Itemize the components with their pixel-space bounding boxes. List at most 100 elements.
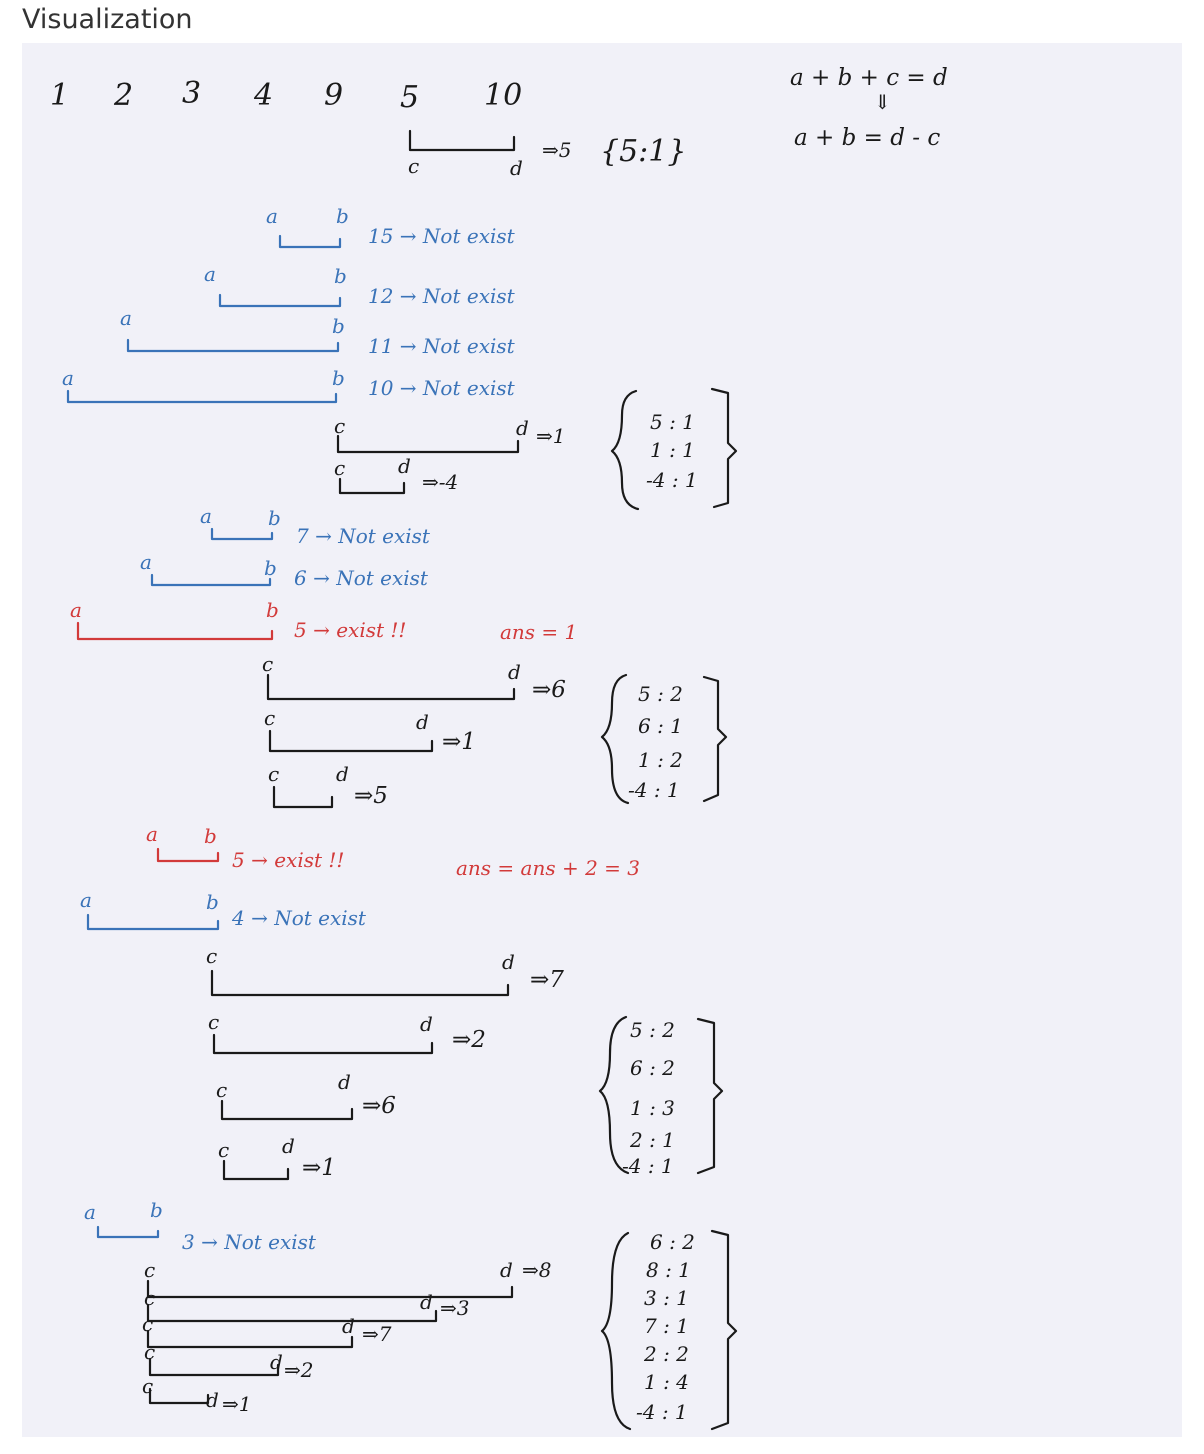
ab-step-3: a b 5 → exist !! ans = ans + 2 = 3 a b 4… <box>80 822 640 931</box>
a-label: a <box>80 888 92 912</box>
hashmap-3: 5 : 2 6 : 2 1 : 3 2 : 1 -4 : 1 <box>598 1015 724 1178</box>
cd-bracket <box>146 1303 438 1323</box>
a-label: a <box>70 598 82 622</box>
b-label: b <box>206 890 219 914</box>
a-label: a <box>204 262 216 286</box>
cd-result: ⇒2 <box>452 1027 486 1053</box>
map-entry: -4 : 1 <box>622 1154 674 1178</box>
ab-check: 7 → Not exist <box>296 524 431 548</box>
array-item: 10 <box>484 78 522 113</box>
c-label: c <box>262 652 273 676</box>
cd-result: ⇒8 <box>522 1258 551 1282</box>
cd-bracket <box>336 434 520 454</box>
cd-step-4: c d ⇒8 c d ⇒3 c d ⇒7 c d ⇒2 c d ⇒1 <box>142 1258 551 1416</box>
hashmap-4: 6 : 2 8 : 1 3 : 1 7 : 1 2 : 2 1 : 4 -4 :… <box>600 1229 738 1431</box>
map-entry: 1 : 1 <box>650 438 695 462</box>
cd-bracket <box>222 1159 290 1181</box>
cd-result: ⇒5 <box>354 783 388 809</box>
whiteboard-photo: 1 2 3 4 9 5 10 a + b + c = d ⇓ a + b = d… <box>22 43 1182 1437</box>
right-brace <box>696 1017 724 1175</box>
cd-result: ⇒-4 <box>422 470 458 494</box>
ab-bracket <box>96 1225 160 1239</box>
b-label: b <box>332 314 345 338</box>
map-entry: 7 : 1 <box>644 1314 689 1338</box>
array-item: 1 <box>50 78 69 113</box>
b-label: b <box>336 204 349 228</box>
cd-result: ⇒1 <box>536 424 565 448</box>
cd-bracket <box>220 1099 354 1121</box>
ab-check-match: 5 → exist !! <box>232 848 344 872</box>
map-entry: 3 : 1 <box>644 1286 689 1310</box>
a-label: a <box>120 306 132 330</box>
d-label: d <box>420 1290 433 1314</box>
map-entry: 5 : 2 <box>638 682 683 706</box>
cd-step-3: c d ⇒7 c d ⇒2 c d ⇒6 c d ⇒1 <box>206 944 564 1181</box>
cd-result: ⇒6 <box>362 1093 396 1119</box>
cd-bracket <box>210 969 510 997</box>
map-entry: 6 : 1 <box>638 714 683 738</box>
ab-bracket <box>86 913 220 931</box>
left-brace <box>600 673 630 805</box>
ab-check: 10 → Not exist <box>368 376 516 400</box>
ab-bracket <box>278 234 342 249</box>
right-brace <box>702 675 728 803</box>
map-entry: 5 : 2 <box>630 1018 675 1042</box>
map-entry: 6 : 2 <box>650 1230 695 1254</box>
c-label: c <box>334 456 345 480</box>
c-label: c <box>208 1010 219 1034</box>
c-label: c <box>142 1374 153 1398</box>
d-label: d <box>502 950 515 974</box>
d-label: d <box>338 1070 351 1094</box>
ab-check: 4 → Not exist <box>231 906 367 930</box>
ab-bracket <box>210 527 274 541</box>
a-label: a <box>146 822 158 846</box>
cd-result: ⇒6 <box>532 677 566 703</box>
b-label: b <box>204 824 217 848</box>
answer-1: ans = 1 <box>500 620 577 644</box>
b-label: b <box>334 264 347 288</box>
cd-bracket <box>268 729 434 753</box>
left-brace <box>610 389 640 511</box>
left-brace <box>600 1231 632 1431</box>
formula-line-1: a + b + c = d <box>790 65 948 91</box>
formula-arrow: ⇓ <box>874 90 891 114</box>
whiteboard-drawing: 1 2 3 4 9 5 10 a + b + c = d ⇓ a + b = d… <box>50 65 948 1431</box>
c-label: c <box>144 1258 155 1282</box>
map-entry: 1 : 4 <box>644 1370 689 1394</box>
d-label: d <box>516 416 529 440</box>
c-label: c <box>216 1078 227 1102</box>
map-entry: -4 : 1 <box>636 1400 688 1424</box>
formula-line-2: a + b = d - c <box>794 125 940 151</box>
cd-bracket <box>148 1387 210 1405</box>
ab-check: 6 → Not exist <box>294 566 429 590</box>
ab-check: 11 → Not exist <box>368 334 516 358</box>
c-label: c <box>144 1286 155 1310</box>
map-entry: -4 : 1 <box>628 778 680 802</box>
map-entry: 6 : 2 <box>630 1056 675 1080</box>
d-label: d <box>398 454 411 478</box>
cd-result: ⇒2 <box>284 1358 313 1382</box>
d-label: d <box>420 1012 433 1036</box>
answer-2: ans = ans + 2 = 3 <box>456 856 640 880</box>
a-label: a <box>140 550 152 574</box>
ab-check: 12 → Not exist <box>368 284 516 308</box>
hashmap-2: 5 : 2 6 : 1 1 : 2 -4 : 1 <box>600 673 728 805</box>
left-brace <box>598 1015 630 1175</box>
c-label: c <box>206 944 217 968</box>
cd-result: ⇒5 <box>542 138 571 162</box>
cd-result: ⇒7 <box>530 967 564 993</box>
cd-bracket <box>146 1329 354 1349</box>
cd-result: ⇒1 <box>442 729 476 755</box>
map-entry: -4 : 1 <box>646 468 698 492</box>
a-label: a <box>266 204 278 228</box>
ab-check: 3 → Not exist <box>182 1230 317 1254</box>
cd-bracket <box>266 673 516 701</box>
first-cd-pair: c d ⇒5 {5:1} <box>408 129 686 180</box>
array-item: 4 <box>253 78 273 113</box>
cd-bracket <box>272 785 334 809</box>
c-label: c <box>218 1138 229 1162</box>
number-array: 1 2 3 4 9 5 10 <box>50 76 522 115</box>
map-entry: 2 : 1 <box>629 1128 675 1152</box>
array-item: 9 <box>324 78 343 113</box>
c-label: c <box>142 1312 153 1336</box>
